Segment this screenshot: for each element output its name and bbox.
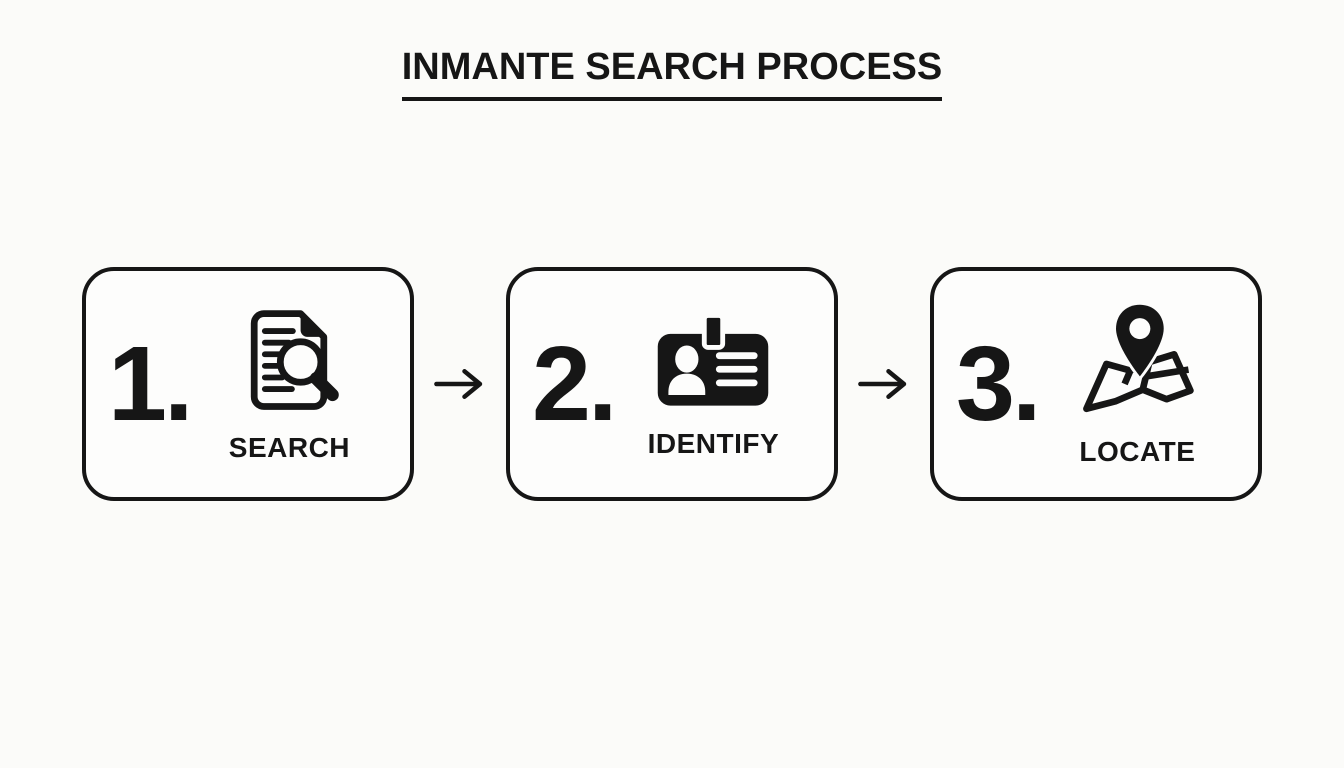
right-arrow-icon xyxy=(414,363,506,405)
right-arrow-icon xyxy=(838,363,930,405)
header: INMANTE SEARCH PROCESS xyxy=(0,0,1344,101)
step-box-search: 1. xyxy=(82,266,414,501)
step-number: 1. xyxy=(108,324,193,443)
step-label: LOCATE xyxy=(1079,435,1196,467)
step-content: IDENTIFY xyxy=(638,308,788,460)
step-content: LOCATE xyxy=(1062,300,1212,468)
step-content: SEARCH xyxy=(214,304,364,464)
map-pin-icon xyxy=(1075,300,1199,424)
step-box-identify: 2. IDENTIFY xyxy=(506,266,838,501)
document-search-icon xyxy=(231,304,347,420)
step-box-locate: 3. LOCATE xyxy=(930,266,1262,501)
step-label: IDENTIFY xyxy=(647,427,780,459)
page-title: INMANTE SEARCH PROCESS xyxy=(401,46,943,101)
id-badge-icon xyxy=(650,308,776,416)
step-label: SEARCH xyxy=(228,431,351,463)
step-number: 2. xyxy=(532,324,617,443)
step-number: 3. xyxy=(956,324,1041,443)
process-flow: 1. xyxy=(0,266,1344,501)
